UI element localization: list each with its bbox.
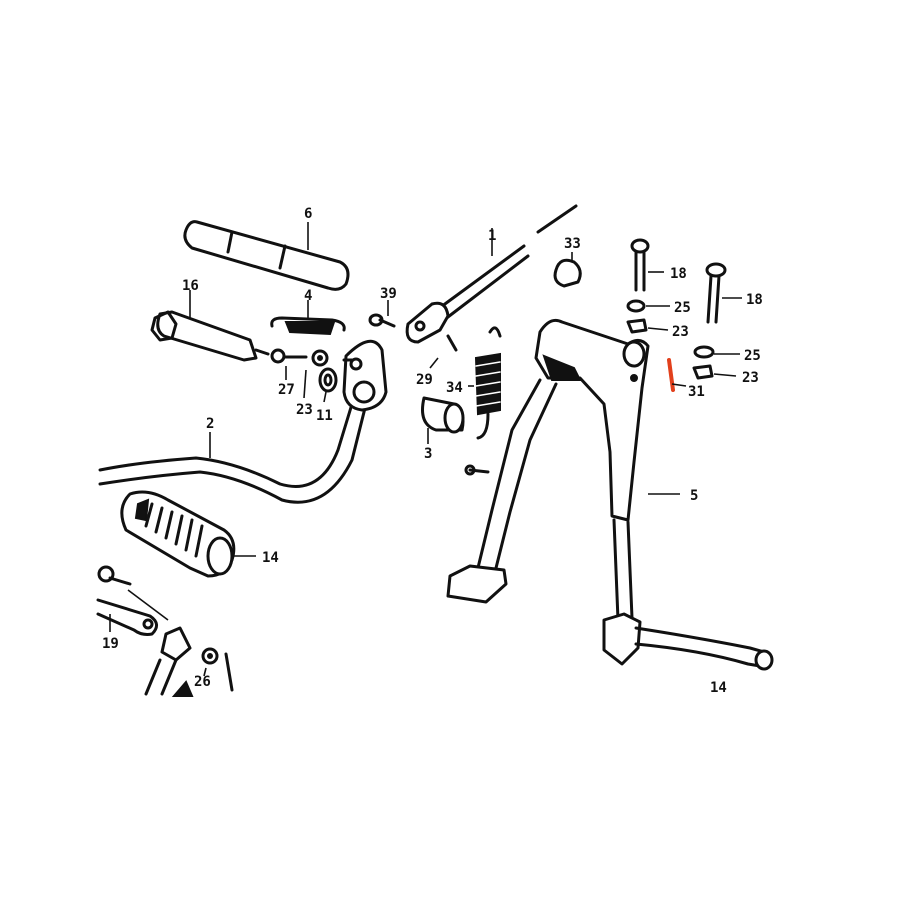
pivot-shaft-part-6 [183, 220, 350, 291]
callout-25-upper: 25 [674, 300, 691, 316]
washer-part-25-lower [693, 345, 740, 359]
callout-labels: 1 2 3 4 5 6 11 14 14 16 18 18 19 23 23 2… [102, 206, 763, 696]
callout-23-upper: 23 [672, 324, 689, 340]
main-stand-part-5 [446, 318, 774, 671]
callout-4: 4 [304, 288, 312, 304]
callout-14-footpeg: 14 [262, 550, 279, 566]
bolt-part-27 [270, 348, 308, 380]
pin-part-39 [368, 300, 396, 328]
callout-25-lower: 25 [744, 348, 761, 364]
callout-14-stand: 14 [710, 680, 727, 696]
bolt-part-18-right [705, 262, 742, 324]
nut-part-23-upper [626, 318, 669, 334]
callout-6: 6 [304, 206, 312, 222]
pin-part-29 [429, 334, 458, 369]
callout-26: 26 [194, 674, 211, 690]
callout-31: 31 [688, 384, 705, 400]
cap-nut-part-33 [553, 252, 582, 288]
bolt-part-16 [150, 290, 270, 362]
callout-27: 27 [278, 382, 295, 398]
callout-18-right: 18 [746, 292, 763, 308]
callout-16: 16 [182, 278, 199, 294]
callout-19: 19 [102, 636, 119, 652]
bolt-part-18-left [630, 238, 664, 292]
return-spring-part-34 [468, 326, 502, 440]
callout-18-left: 18 [670, 266, 687, 282]
spring-clip-part-4 [270, 300, 346, 336]
callout-34: 34 [446, 380, 463, 396]
callout-2: 2 [206, 416, 214, 432]
linkage-part-19 [96, 565, 234, 697]
callout-29: 29 [416, 372, 433, 388]
callout-23-left: 23 [296, 402, 313, 418]
bushing-part-3 [421, 396, 465, 444]
callout-5: 5 [690, 488, 698, 504]
callout-11: 11 [316, 408, 333, 424]
washer-part-11 [318, 367, 338, 403]
callout-39: 39 [380, 286, 397, 302]
callout-33: 33 [564, 236, 581, 252]
footpeg-rubber-part-14 [120, 490, 256, 578]
callout-3: 3 [424, 446, 432, 462]
washer-part-23-left [303, 349, 329, 399]
brake-rod-part-1 [405, 204, 578, 344]
callout-1: 1 [488, 228, 496, 244]
cotter-pin-part-31-highlighted [667, 358, 687, 392]
nut-part-23-lower [692, 364, 737, 380]
callout-23-lower: 23 [742, 370, 759, 386]
washer-part-25-upper [626, 299, 670, 313]
brake-pedal-part-2 [98, 339, 388, 504]
